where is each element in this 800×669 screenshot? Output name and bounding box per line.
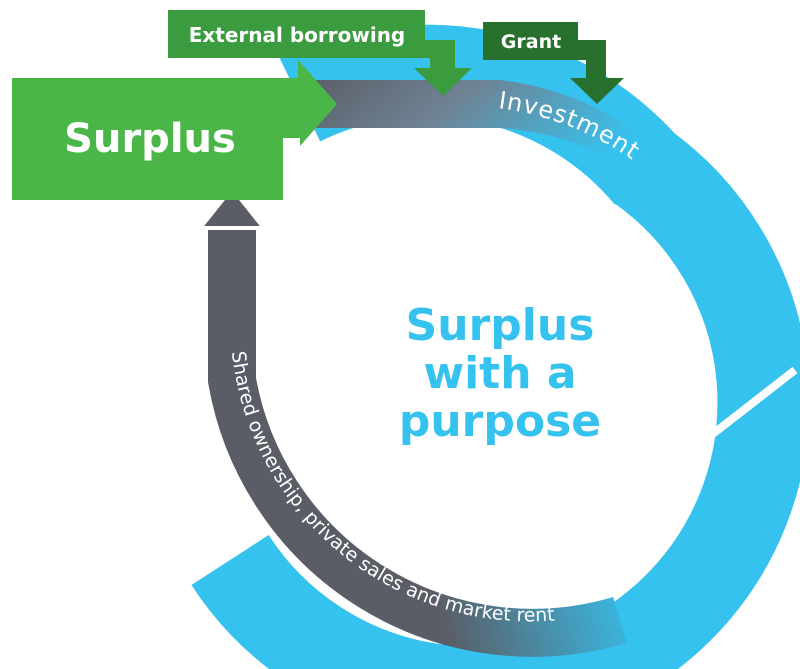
return-flow-arrowhead: [195, 184, 269, 230]
external-borrowing-label: External borrowing: [189, 23, 406, 47]
investment-flow-band: [300, 80, 660, 182]
grant-tab: [483, 22, 624, 104]
external-borrowing-connector: [414, 40, 472, 96]
center-disc: [350, 240, 650, 540]
center-title-line3: purpose: [399, 396, 601, 447]
external-borrowing-tab: [168, 10, 470, 94]
surplus-box-body: [12, 78, 283, 200]
cycle-arrowhead: [626, 349, 798, 446]
surplus-arrow-tip: [283, 62, 337, 146]
surplus-label: Surplus: [64, 116, 236, 162]
cycle-ring: [191, 127, 800, 669]
center-title-line1: Surplus: [406, 300, 595, 351]
surplus-arrow-gap: [283, 138, 303, 202]
return-flow-arc: [208, 215, 627, 657]
grant-label: Grant: [501, 31, 561, 53]
center-title-line2: with a: [423, 348, 576, 399]
